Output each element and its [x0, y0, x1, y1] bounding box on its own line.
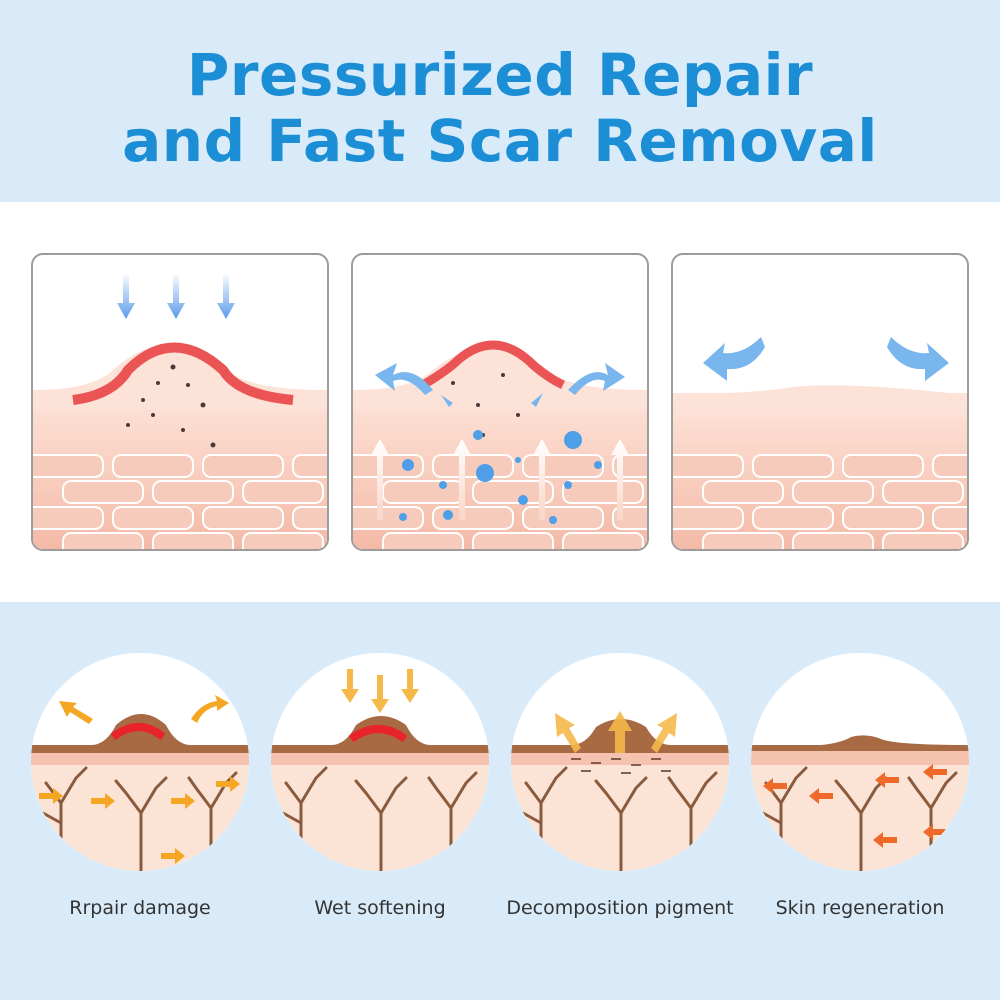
pressure-panel	[31, 253, 329, 551]
orange-arrows-icon	[763, 764, 947, 848]
step-label-decomposition-pigment: Decomposition pigment	[506, 897, 734, 919]
release-panel	[351, 253, 649, 551]
orange-arrows-icon	[555, 711, 677, 753]
step-circle-wet-softening	[271, 653, 489, 871]
water-bubbles-icon	[399, 430, 602, 524]
curved-arrows-outward-icon	[375, 363, 625, 407]
skin-layers-illustration	[673, 337, 967, 549]
step-label-skin-regeneration: Skin regeneration	[775, 897, 945, 919]
step-label-wet-softening: Wet softening	[314, 897, 446, 919]
step-circle-skin-regeneration	[751, 653, 969, 871]
down-arrows-icon	[117, 273, 235, 319]
upward-arrows-icon	[371, 439, 629, 520]
step-label-repair-damage: Rrpair damage	[69, 897, 211, 919]
skin-cross-section-illustration	[31, 653, 249, 871]
skin-cross-section-illustration	[271, 653, 489, 871]
orange-arrows-icon	[39, 695, 240, 864]
skin-layers-illustration	[353, 340, 647, 549]
curved-arrows-down-icon	[703, 337, 949, 381]
step-circle-decomposition-pigment	[511, 653, 729, 871]
title-line-2: and Fast Scar Removal	[122, 107, 878, 175]
header-band	[0, 0, 1000, 202]
skin-cross-section-illustration	[751, 653, 969, 871]
down-arrows-icon	[341, 669, 419, 713]
skin-cross-section-illustration	[511, 653, 729, 871]
title-line-1: Pressurized Repair	[186, 41, 814, 109]
skin-layers-illustration	[33, 273, 327, 549]
flattened-panel	[671, 253, 969, 551]
step-circle-repair-damage	[31, 653, 249, 871]
page-title: Pressurized Repair and Fast Scar Removal	[0, 42, 1000, 174]
